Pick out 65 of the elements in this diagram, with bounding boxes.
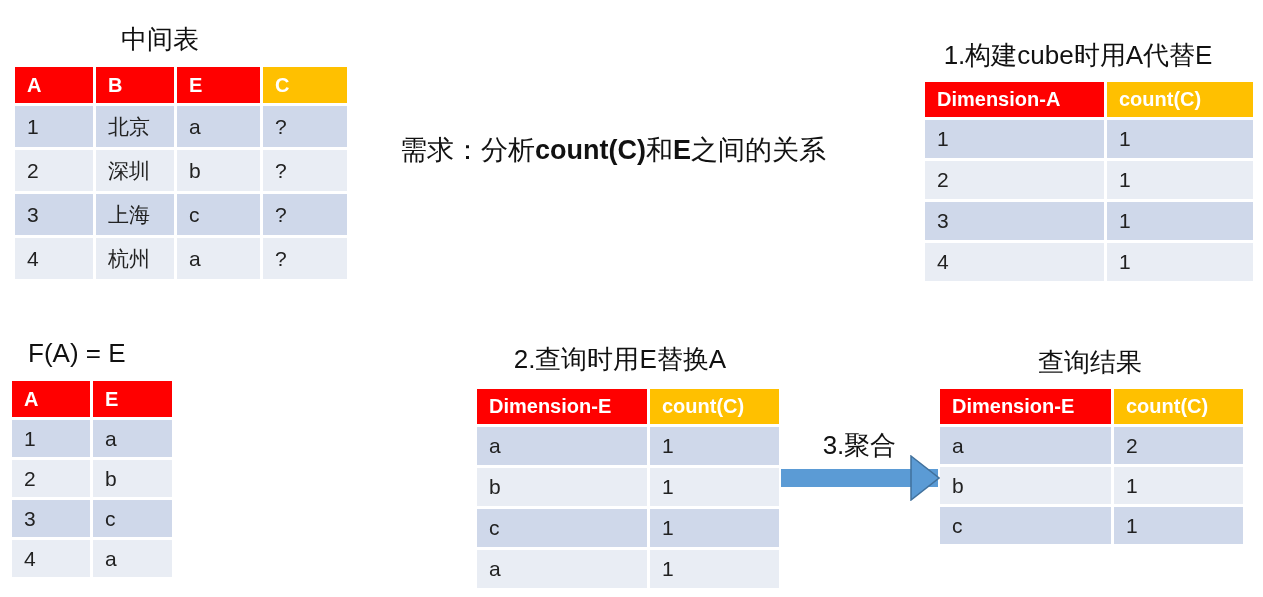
table-cell: ?: [263, 238, 347, 279]
header-cell: Dimension-E: [940, 389, 1111, 424]
header-cell: count(C): [1107, 82, 1253, 117]
table-cell: 1: [1107, 202, 1253, 240]
table-cell: 2: [1114, 427, 1243, 464]
table-cell: 深圳: [96, 150, 174, 191]
table-cell: 1: [650, 509, 779, 547]
table-title: 1.构建cube时用A代替E: [943, 39, 1213, 72]
table-cell: c: [477, 509, 647, 547]
table-cell: ?: [263, 194, 347, 235]
table-cell: 上海: [96, 194, 174, 235]
table-title: 2.查询时用E替换A: [513, 343, 727, 376]
table-cell: a: [940, 427, 1111, 464]
table-cell: 杭州: [96, 238, 174, 279]
table-cell: a: [93, 420, 172, 457]
table-cell: b: [177, 150, 260, 191]
block-arrow: [781, 455, 940, 501]
table-cell: c: [177, 194, 260, 235]
table-cell: a: [477, 427, 647, 465]
table-title: F(A) = E: [28, 338, 126, 369]
table-cell: 1: [925, 120, 1104, 158]
table-cell: b: [940, 467, 1111, 504]
table-cell: a: [177, 106, 260, 147]
table-cell: a: [93, 540, 172, 577]
table-cell: 北京: [96, 106, 174, 147]
table-cell: 1: [650, 427, 779, 465]
table-cell: 2: [15, 150, 93, 191]
header-cell: Dimension-A: [925, 82, 1104, 117]
header-cell: B: [96, 67, 174, 103]
header-cell: E: [177, 67, 260, 103]
table-cell: 1: [1107, 243, 1253, 281]
table-cell: 3: [925, 202, 1104, 240]
table-cell: ?: [263, 106, 347, 147]
table-cell: 1: [650, 550, 779, 588]
header-cell: count(C): [650, 389, 779, 424]
header-cell: A: [12, 381, 90, 417]
table-cell: 1: [1114, 467, 1243, 504]
table-cell: b: [477, 468, 647, 506]
table-cell: 1: [1107, 120, 1253, 158]
header-cell: A: [15, 67, 93, 103]
table-cell: 4: [12, 540, 90, 577]
table-cell: 4: [925, 243, 1104, 281]
table-cell: ?: [263, 150, 347, 191]
table-cell: 3: [12, 500, 90, 537]
table-cell: 1: [15, 106, 93, 147]
table-cell: 1: [1107, 161, 1253, 199]
table-cell: 1: [1114, 507, 1243, 544]
header-cell: count(C): [1114, 389, 1243, 424]
table-cell: 1: [650, 468, 779, 506]
table-cell: 4: [15, 238, 93, 279]
table-cell: 2: [12, 460, 90, 497]
table-title: 查询结果: [1038, 346, 1142, 379]
header-cell: Dimension-E: [477, 389, 647, 424]
table-cell: c: [940, 507, 1111, 544]
table-cell: 1: [12, 420, 90, 457]
requirement-text: 需求：分析count(C)和E之间的关系: [400, 134, 826, 167]
table-cell: c: [93, 500, 172, 537]
table-cell: b: [93, 460, 172, 497]
table-cell: 2: [925, 161, 1104, 199]
table-cell: 3: [15, 194, 93, 235]
table-cell: a: [177, 238, 260, 279]
header-cell: C: [263, 67, 347, 103]
header-cell: E: [93, 381, 172, 417]
table-title: 中间表: [121, 23, 199, 56]
table-cell: a: [477, 550, 647, 588]
